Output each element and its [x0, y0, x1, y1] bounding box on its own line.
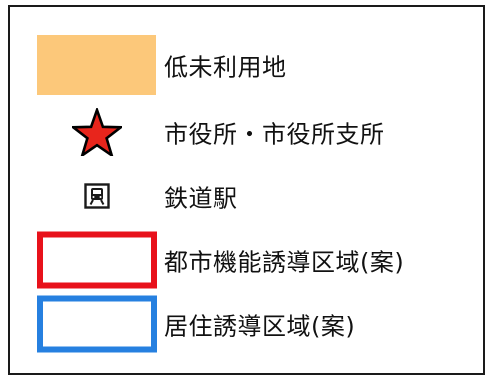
legend-item-railway-station: 鉄道駅 — [10, 166, 483, 226]
legend-item-city-hall: 市役所・市役所支所 — [10, 102, 483, 162]
legend-item-residential-zone: 居住誘導区域(案) — [10, 294, 483, 354]
legend-label: 居住誘導区域(案) — [164, 312, 356, 341]
legend-label: 市役所・市役所支所 — [164, 120, 385, 149]
legend-label: 低未利用地 — [164, 53, 287, 82]
legend-label: 都市機能誘導区域(案) — [164, 248, 405, 277]
legend-item-urban-function-zone: 都市機能誘導区域(案) — [10, 230, 483, 290]
legend-item-low-unused-land: 低未利用地 — [10, 35, 483, 95]
legend-label: 鉄道駅 — [164, 184, 238, 213]
low-unused-land-swatch — [37, 35, 156, 95]
map-legend: 低未利用地 市役所・市役所支所 鉄道駅 都市機能誘導区域(案) — [8, 5, 485, 375]
star-icon — [37, 107, 156, 157]
urban-function-zone-swatch — [37, 231, 157, 289]
train-station-icon — [37, 171, 156, 221]
residential-zone-swatch — [37, 295, 157, 353]
